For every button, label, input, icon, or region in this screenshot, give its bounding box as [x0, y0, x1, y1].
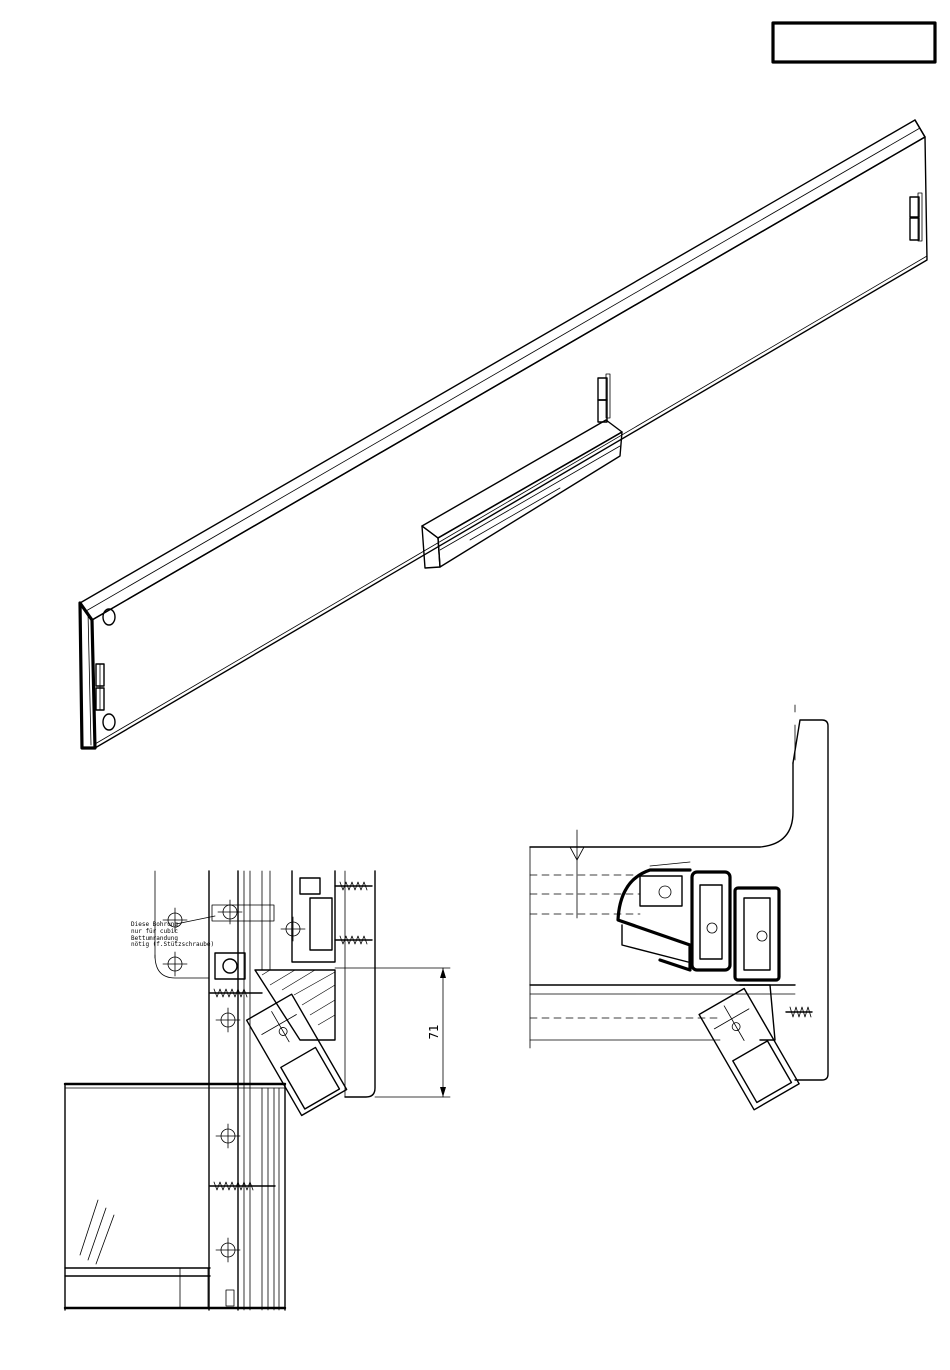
bed-frame-section: [65, 1084, 285, 1310]
tilted-bracket-right: [699, 989, 799, 1110]
panel-bracket-right: [910, 193, 922, 241]
title-block: [773, 23, 935, 62]
clip-mechanism: [618, 870, 779, 980]
wood-section-hatch: [255, 970, 335, 1040]
isometric-panel: [80, 120, 927, 748]
crosshair-holes: [163, 900, 305, 1262]
note-line-4: nötig (f.Stützschraube): [131, 941, 214, 948]
section-detail-left: Diese Bohrung nur für cubic Bettumrandun…: [65, 871, 450, 1310]
panel-bracket-middle: [598, 374, 610, 422]
dimension-value: 71: [427, 1024, 441, 1039]
section-detail-right: [530, 705, 828, 1110]
drilling-note: Diese Bohrung nur für cubic Bettumrandun…: [131, 916, 215, 948]
dimension-71: 71: [335, 968, 450, 1097]
note-line-1: Diese Bohrung: [131, 921, 178, 928]
side-screw: [786, 1007, 812, 1017]
panel-bracket-left: [96, 664, 104, 710]
note-line-2: nur für cubic: [131, 928, 178, 935]
wood-screw: [335, 882, 372, 944]
